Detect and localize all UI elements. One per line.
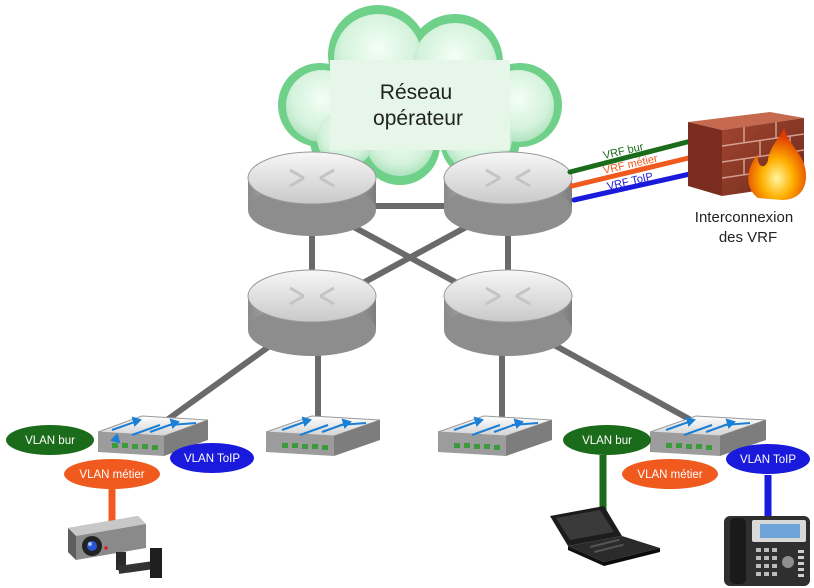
fire-icon bbox=[748, 128, 806, 200]
switch-2 bbox=[265, 415, 381, 456]
switch-ports-icon bbox=[454, 443, 500, 450]
switch-arrows-icon bbox=[665, 416, 751, 436]
router-arrows-icon bbox=[289, 286, 335, 306]
vrf-toip-line bbox=[571, 169, 702, 203]
switch-1 bbox=[97, 415, 209, 456]
camera-icon bbox=[68, 516, 162, 578]
link-dist-right-to-switch-4 bbox=[542, 337, 703, 428]
switch-arrows-icon bbox=[281, 416, 367, 436]
switch-ports-icon bbox=[112, 443, 158, 450]
vlan-bur-label-left: VLAN bur bbox=[25, 435, 75, 447]
router-dist-left bbox=[247, 269, 377, 356]
ip-phone-icon bbox=[724, 516, 810, 586]
router-arrows-icon bbox=[485, 286, 531, 306]
vlan-bur-label-right: VLAN bur bbox=[582, 435, 632, 447]
router-dist-right bbox=[443, 269, 573, 356]
router-arrows-icon bbox=[485, 168, 531, 188]
vlan-metier-label-right: VLAN métier bbox=[637, 469, 702, 481]
cloud-label-line2: opérateur bbox=[373, 107, 463, 130]
cloud-icon: Réseau opérateur bbox=[278, 5, 562, 185]
vlan-toip-badge-left: VLAN ToIP bbox=[170, 443, 254, 473]
switch-3 bbox=[437, 415, 553, 456]
switch-arrows-icon bbox=[453, 416, 539, 436]
switch-arrows-icon bbox=[110, 416, 197, 444]
vlan-metier-label-left: VLAN métier bbox=[79, 469, 144, 481]
vlan-toip-label-left: VLAN ToIP bbox=[184, 453, 240, 465]
firewall-label-line1: Interconnexion bbox=[695, 209, 793, 226]
switch-ports-icon bbox=[282, 443, 328, 450]
link-dist-left-to-switch-1 bbox=[157, 337, 281, 428]
link-core-right-to-dist-left bbox=[347, 222, 473, 293]
vlan-metier-badge-left: VLAN métier bbox=[64, 459, 160, 489]
switch-4 bbox=[649, 415, 767, 456]
vrf-metier-line bbox=[569, 153, 700, 189]
vrf-bur-line bbox=[567, 137, 698, 175]
firewall-icon bbox=[688, 112, 806, 200]
vlan-toip-badge-right: VLAN ToIP bbox=[726, 444, 810, 474]
laptop-icon bbox=[550, 506, 660, 566]
vlan-metier-badge-right: VLAN métier bbox=[622, 459, 718, 489]
firewall-label-line2: des VRF bbox=[719, 229, 777, 246]
router-core-right bbox=[443, 151, 573, 236]
vrf-links bbox=[567, 137, 702, 203]
vlan-toip-label-right: VLAN ToIP bbox=[740, 454, 796, 466]
switch-ports-icon bbox=[666, 443, 712, 450]
router-core-left bbox=[247, 151, 377, 236]
vlan-bur-badge-left: VLAN bur bbox=[6, 425, 94, 455]
router-arrows-icon bbox=[289, 168, 335, 188]
vlan-bur-badge-right: VLAN bur bbox=[563, 425, 651, 455]
cloud-label-line1: Réseau bbox=[380, 81, 452, 104]
links bbox=[157, 203, 703, 428]
